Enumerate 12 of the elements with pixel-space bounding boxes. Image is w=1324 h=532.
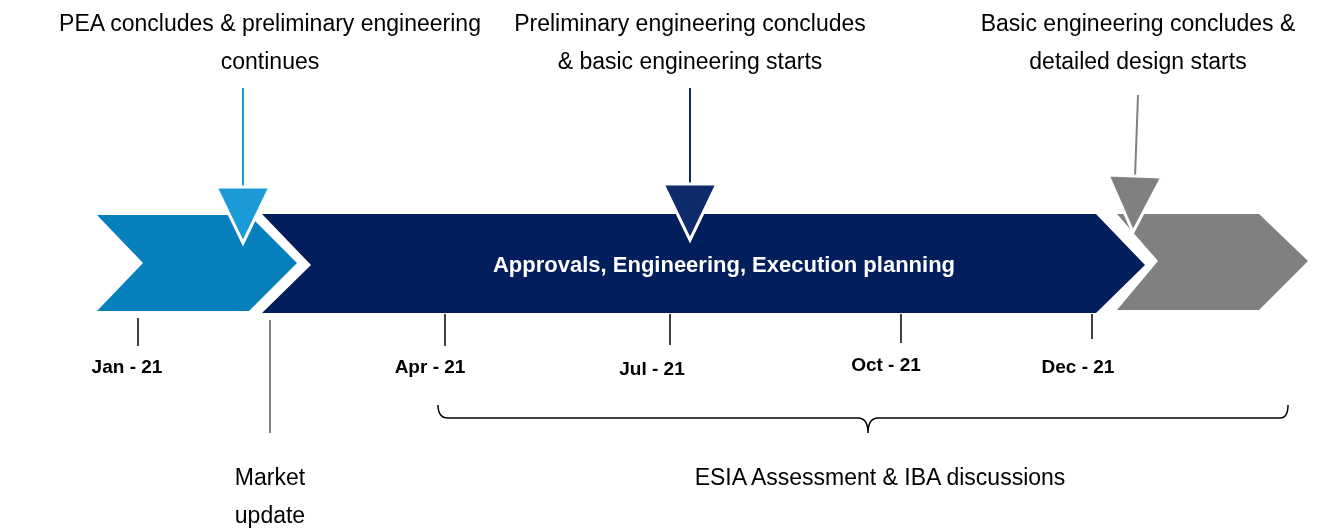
date-label: Jul - 21 — [618, 357, 686, 381]
callout-text: Preliminary engineering concludes & basic engineering starts — [505, 4, 875, 84]
date-label: Dec - 21 — [1040, 355, 1116, 379]
bracket-label: ESIA Assessment & IBA discussions — [693, 463, 1067, 492]
callout-text: PEA concludes & preliminary engineering continues — [40, 4, 500, 84]
date-label: Jan - 21 — [90, 355, 164, 379]
leader-line — [269, 319, 271, 434]
date-label: Apr - 21 — [393, 355, 467, 379]
callout-text: Basic engineering concludes & detailed design starts — [978, 4, 1298, 84]
callout-text: Market update — [200, 458, 340, 532]
date-label: Oct - 21 — [850, 353, 922, 377]
phase-label: Approvals, Engineering, Execution planning — [492, 250, 956, 279]
